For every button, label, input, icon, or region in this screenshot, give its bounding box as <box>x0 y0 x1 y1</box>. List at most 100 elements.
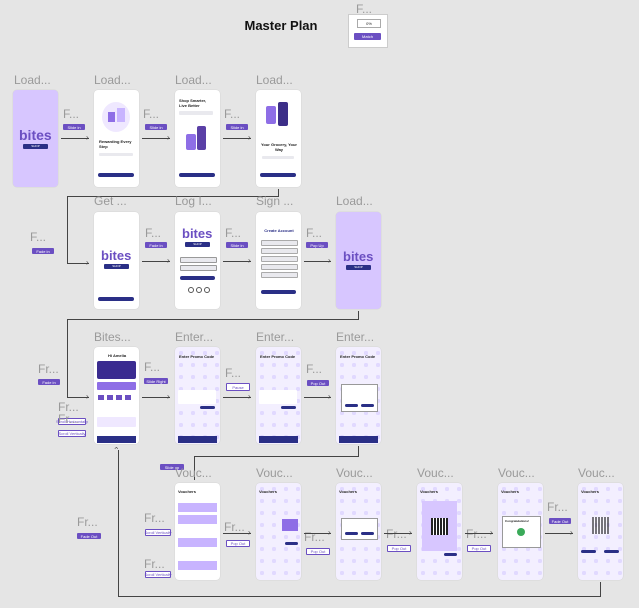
transition-tag[interactable]: Fade Out <box>77 533 101 539</box>
get-started-screen[interactable]: bites SHOP <box>94 212 139 309</box>
transition-tag[interactable]: Pop Out <box>387 545 411 552</box>
promo-screen-1[interactable]: Enter Promo Code <box>175 347 220 444</box>
transition-tag[interactable]: Fade in <box>32 248 54 254</box>
success-popup[interactable]: Congratulations! <box>502 516 541 548</box>
apply-button[interactable] <box>200 406 215 409</box>
promo-input[interactable] <box>259 390 297 404</box>
transition-tag[interactable]: Pop Out <box>226 540 250 547</box>
arrow-head-icon: › <box>86 133 89 142</box>
voucher-card[interactable] <box>178 515 217 524</box>
vouchers-screen-6[interactable]: Vouchers <box>578 483 623 580</box>
transition-tag[interactable]: Slide in <box>226 124 248 130</box>
get-started-button[interactable] <box>98 297 134 301</box>
promo-popup[interactable] <box>341 384 378 412</box>
category-icon[interactable] <box>107 395 113 400</box>
login-screen[interactable]: bites SHOP <box>175 212 220 309</box>
transition-tag[interactable]: Pop Out <box>307 380 329 386</box>
transition-tag[interactable]: Slide in <box>145 124 167 130</box>
transition-tag[interactable]: Slide in <box>63 124 85 130</box>
balance-card[interactable] <box>97 361 136 379</box>
get-started-button[interactable] <box>260 173 296 177</box>
email-field[interactable] <box>261 248 298 254</box>
phone-field[interactable] <box>261 256 298 262</box>
voucher-card[interactable] <box>97 417 136 427</box>
next-button[interactable] <box>179 173 215 177</box>
popup-cancel-button[interactable] <box>345 532 358 535</box>
flow-line <box>67 196 68 263</box>
name-field[interactable] <box>261 240 298 246</box>
login-button[interactable] <box>180 276 215 280</box>
voucher-card[interactable] <box>178 561 217 570</box>
bottom-nav[interactable] <box>259 436 298 443</box>
password-field[interactable] <box>180 265 217 271</box>
popup-confirm-button[interactable] <box>361 404 374 407</box>
vouchers-screen-5[interactable]: Vouchers Congratulations! <box>498 483 543 580</box>
done-button[interactable] <box>444 553 457 556</box>
qr-popup[interactable] <box>422 501 457 551</box>
vouchers-screen-2[interactable]: Vouchers <box>256 483 301 580</box>
transition-tag[interactable]: Scroll Horizontally <box>56 418 89 425</box>
bottom-nav[interactable] <box>339 436 378 443</box>
promo-title: Enter Promo Code <box>340 354 376 359</box>
email-field[interactable] <box>180 257 217 263</box>
transition-tag[interactable]: Slide Right <box>144 378 168 384</box>
transition-tag[interactable]: Slide in <box>226 242 248 248</box>
flow-label: F... <box>144 360 161 374</box>
transition-tag[interactable]: Pop Up <box>306 242 328 248</box>
category-icon[interactable] <box>98 395 104 400</box>
transition-tag[interactable]: Fade in <box>38 379 60 385</box>
promo-screen-3[interactable]: Enter Promo Code <box>336 347 381 444</box>
bottom-nav[interactable] <box>97 436 136 443</box>
bottom-nav[interactable] <box>178 436 217 443</box>
confirm-popup[interactable] <box>341 518 378 540</box>
transition-tag[interactable]: Fade Out <box>549 518 571 524</box>
google-icon[interactable] <box>188 287 194 293</box>
transition-tag[interactable]: Pop Out <box>306 548 330 555</box>
vouchers-screen-4[interactable]: Vouchers <box>417 483 462 580</box>
transition-tag[interactable]: Pause <box>226 383 250 391</box>
popup-confirm-button[interactable] <box>361 532 374 535</box>
use-button[interactable] <box>285 542 298 545</box>
vouchers-title: Vouchers <box>178 489 196 494</box>
transition-tag[interactable]: Pop Out <box>467 545 491 552</box>
apply-button[interactable] <box>281 406 296 409</box>
onboarding-screen-1[interactable]: Rewarding Every Step <box>94 90 139 187</box>
legend-value-box[interactable]: 0% <box>357 19 381 28</box>
cancel-button[interactable] <box>581 550 596 553</box>
transition-tag[interactable]: Scroll Vertically <box>144 529 172 536</box>
transition-tag[interactable]: Slide up <box>160 464 184 470</box>
promo-banner[interactable] <box>97 382 136 390</box>
home-screen[interactable]: Hi Amelia <box>94 347 139 444</box>
password-field[interactable] <box>261 264 298 270</box>
voucher-card[interactable] <box>178 538 217 547</box>
signup-screen[interactable]: Create Account <box>256 212 301 309</box>
flow-label: Fr... <box>466 527 487 541</box>
promo-screen-2[interactable]: Enter Promo Code <box>256 347 301 444</box>
facebook-icon[interactable] <box>196 287 202 293</box>
onboarding-screen-2[interactable]: Shop Smarter, Live Better <box>175 90 220 187</box>
transition-tag[interactable]: Scroll Vertically <box>58 430 86 437</box>
voucher-card[interactable] <box>178 503 217 512</box>
promo-input[interactable] <box>178 390 216 404</box>
vouchers-screen-3[interactable]: Vouchers <box>336 483 381 580</box>
transition-tag[interactable]: Fade in <box>145 242 167 248</box>
signup-button[interactable] <box>261 290 296 294</box>
onboarding-text <box>99 153 133 156</box>
popup-cancel-button[interactable] <box>345 404 358 407</box>
apple-icon[interactable] <box>204 287 210 293</box>
transition-tag[interactable]: Scroll Vertically <box>144 571 172 578</box>
onboarding-screen-3[interactable]: Your Grocery, Your Way <box>256 90 301 187</box>
promo-title: Enter Promo Code <box>179 354 215 359</box>
arrow-head-icon: › <box>328 256 331 265</box>
arrow-head-icon: › <box>328 392 331 401</box>
next-button[interactable] <box>98 173 134 177</box>
confirm-button[interactable] <box>604 550 619 553</box>
voucher-card[interactable] <box>282 519 298 531</box>
vouchers-screen-1[interactable]: Vouchers <box>175 483 220 580</box>
category-icon[interactable] <box>116 395 122 400</box>
loading-screen[interactable]: bites SHOP <box>336 212 381 309</box>
splash-screen[interactable]: bites SHOP <box>13 90 58 187</box>
confirm-password-field[interactable] <box>261 272 298 278</box>
legend-match-button[interactable]: Match <box>354 33 381 40</box>
category-icon[interactable] <box>125 395 131 400</box>
